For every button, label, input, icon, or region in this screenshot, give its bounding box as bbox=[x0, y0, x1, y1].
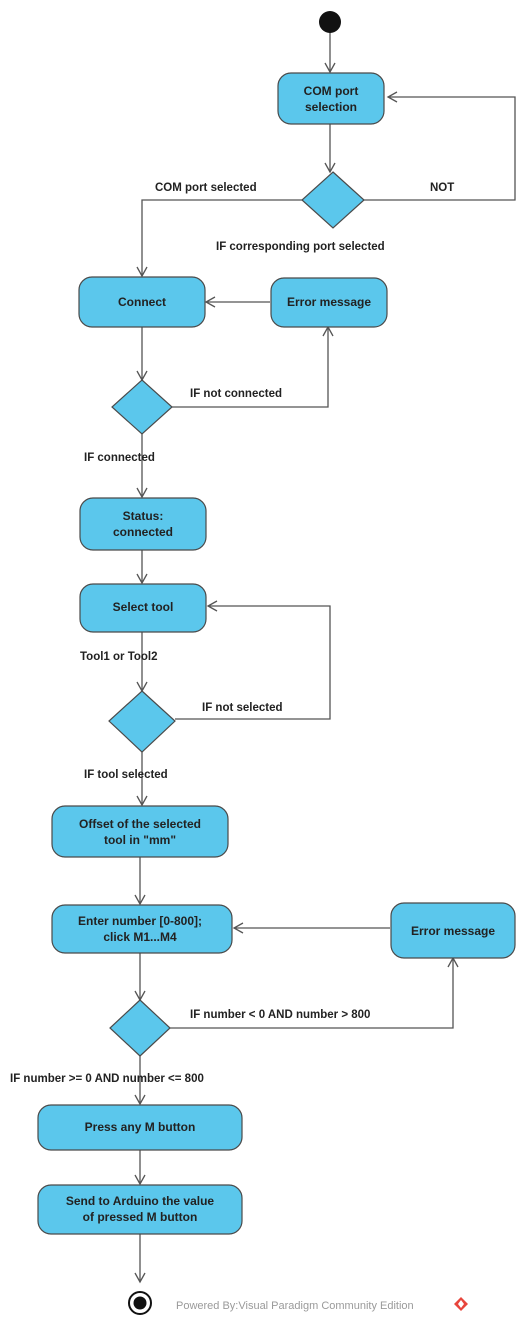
label-if-connected: IF connected bbox=[84, 452, 155, 464]
node-send-arduino: Send to Arduino the value of pressed M bu… bbox=[37, 1184, 243, 1235]
edge-decision2-to-error1 bbox=[172, 325, 334, 408]
svg-text:Error message: Error message bbox=[411, 924, 495, 938]
text-line: Select tool bbox=[113, 600, 174, 614]
text-line: Error message bbox=[287, 295, 371, 309]
decision-tool bbox=[108, 690, 176, 753]
decision-connected bbox=[111, 379, 173, 435]
text-line: of pressed M button bbox=[83, 1210, 198, 1224]
visual-paradigm-logo-icon bbox=[454, 1297, 468, 1311]
text-line: Error message bbox=[411, 924, 495, 938]
node-offset: Offset of the selected tool in "mm" bbox=[51, 805, 229, 858]
watermark-text: Powered By:Visual Paradigm Community Edi… bbox=[176, 1300, 414, 1312]
node-enter-number: Enter number [0-800]; click M1...M4 bbox=[51, 904, 233, 954]
svg-text:Error message: Error message bbox=[287, 295, 371, 309]
svg-text:Enter number [0-800];click M1.: Enter number [0-800]; click M1...M4 bbox=[78, 914, 202, 944]
text-line: Connect bbox=[118, 295, 166, 309]
text-line: Press any M button bbox=[85, 1120, 196, 1134]
label-if-not-connected: IF not connected bbox=[190, 388, 282, 400]
label-if-corresponding: IF corresponding port selected bbox=[216, 241, 385, 253]
label-if-tool-selected: IF tool selected bbox=[84, 769, 168, 781]
text-line: Enter number [0-800]; bbox=[78, 914, 202, 928]
text-line: tool in "mm" bbox=[104, 833, 176, 847]
node-error-message-2: Error message bbox=[390, 902, 516, 959]
label-com-port-selected: COM port selected bbox=[155, 182, 257, 194]
label-if-not-selected: IF not selected bbox=[202, 702, 283, 714]
edge-decision4-to-error2 bbox=[170, 956, 459, 1029]
edge-decision1-not-loop bbox=[364, 91, 516, 201]
text-line: Status: bbox=[123, 509, 164, 523]
svg-text:Press any M button: Press any M button bbox=[85, 1120, 196, 1134]
start-node bbox=[319, 11, 341, 33]
end-node bbox=[128, 1291, 152, 1315]
label-if-in-range: IF number >= 0 AND number <= 800 bbox=[10, 1073, 204, 1085]
text-line: click M1...M4 bbox=[103, 930, 177, 944]
text-line: Send to Arduino the value bbox=[66, 1194, 215, 1208]
text-line: Offset of the selected bbox=[79, 817, 201, 831]
edge-decision1-to-connect bbox=[136, 199, 302, 278]
svg-text:Connect: Connect bbox=[118, 295, 166, 309]
label-if-out-of-range: IF number < 0 AND number > 800 bbox=[190, 1009, 370, 1021]
text-line: COM port bbox=[304, 84, 359, 98]
edges bbox=[134, 31, 516, 1284]
node-press-any-m: Press any M button bbox=[37, 1104, 243, 1151]
node-status-connected: Status: connected bbox=[79, 497, 207, 551]
text-line: selection bbox=[305, 100, 357, 114]
decision-port bbox=[301, 171, 365, 229]
edge-decision3-loop bbox=[175, 600, 331, 720]
svg-text:Select tool: Select tool bbox=[113, 600, 174, 614]
label-tool1-or-tool2: Tool1 or Tool2 bbox=[80, 651, 158, 663]
svg-text:Status:connected: Status: connected bbox=[113, 509, 173, 539]
label-not: NOT bbox=[430, 182, 454, 194]
node-select-tool: Select tool bbox=[79, 583, 207, 633]
node-com-port-selection: COM port selection bbox=[277, 72, 385, 125]
text-line: connected bbox=[113, 525, 173, 539]
node-error-message-1: Error message bbox=[270, 277, 388, 328]
decision-number bbox=[109, 999, 171, 1057]
node-connect: Connect bbox=[78, 276, 206, 328]
